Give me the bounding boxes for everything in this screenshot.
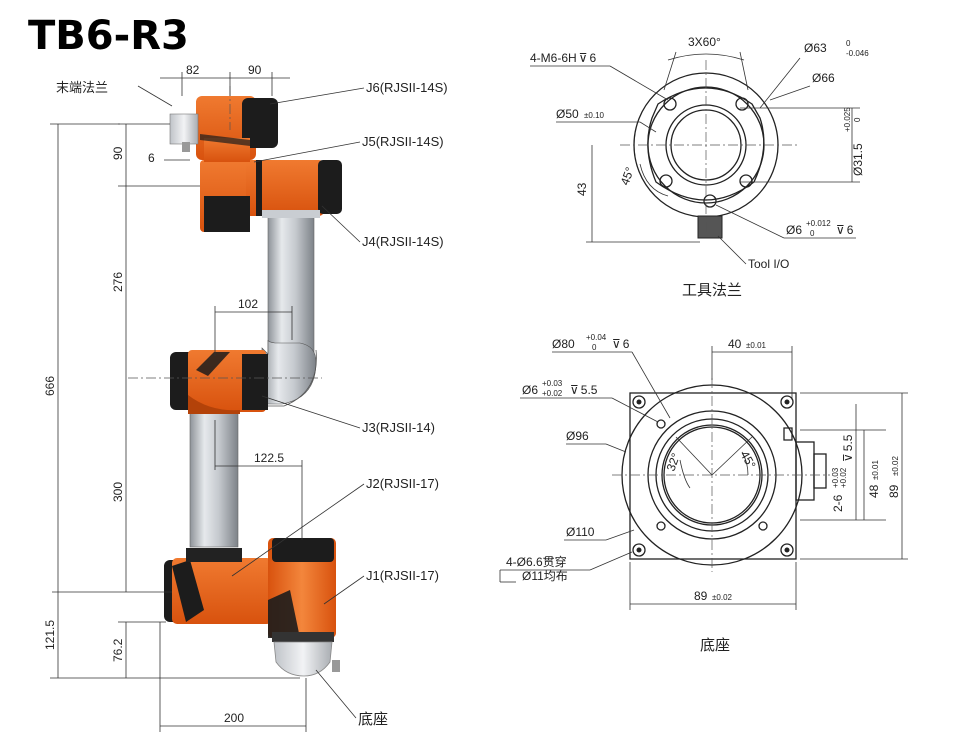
base-pin-tol-up: +0.03 (831, 467, 840, 488)
tf-d50: Ø50 (556, 107, 579, 121)
base-holes: 4-Ø6.6贯穿 (506, 554, 567, 569)
tf-d63: Ø63 (804, 41, 827, 55)
label-j5: J5(RJSII-14S) (362, 134, 444, 149)
base-h48-tol: ±0.01 (871, 459, 880, 480)
base-w89-tol: ±0.02 (712, 593, 733, 602)
tf-d6-depth: ⊽6 (836, 223, 854, 237)
base-d96: Ø96 (566, 429, 589, 443)
base-w40-tol: ±0.01 (746, 341, 767, 350)
robot-arm-side-view (128, 86, 342, 677)
tf-d66: Ø66 (812, 71, 835, 85)
base-flange-silver (273, 641, 333, 677)
tf-d63-tol-dn: -0.046 (846, 49, 869, 58)
base-pin-depth: ⊽5.5 (841, 434, 855, 462)
base-h89: 89 (887, 484, 901, 498)
end-flange-label: 末端法兰 (56, 80, 108, 95)
base-d6-tol-up: +0.03 (542, 379, 563, 388)
dim-122-5: 122.5 (254, 451, 284, 465)
page-title: TB6-R3 (28, 13, 189, 59)
base-pin: 2-6 (831, 494, 845, 512)
dim-276: 276 (111, 272, 125, 292)
upper-link-tube (267, 216, 315, 355)
label-j3: J3(RJSII-14) (362, 420, 435, 435)
arm-dimensions: 82 90 末端法兰 90 6 276 102 666 300 122.5 (43, 63, 448, 732)
base-d6-depth: ⊽5.5 (570, 383, 598, 397)
base-holes2: Ø11均布 (522, 569, 568, 583)
tf-caption: 工具法兰 (682, 281, 742, 299)
dim-666: 666 (43, 376, 57, 396)
tf-d6: Ø6 (786, 223, 802, 237)
label-j6: J6(RJSII-14S) (366, 80, 448, 95)
dim-102: 102 (238, 297, 258, 311)
dim-76-2: 76.2 (111, 638, 125, 662)
elbow-pipe (261, 339, 317, 405)
base-h48: 48 (867, 484, 881, 498)
base-d80: Ø80 (552, 337, 575, 351)
label-j2: J2(RJSII-17) (366, 476, 439, 491)
base-w40: 40 (728, 337, 742, 351)
dim-90-top: 90 (248, 63, 262, 77)
joint-j3 (170, 350, 268, 414)
tf-d50-tol: ±0.10 (584, 111, 605, 120)
dim-121-5: 121.5 (43, 620, 57, 650)
base-d80-tol-up: +0.04 (586, 333, 607, 342)
label-j4: J4(RJSII-14S) (362, 234, 444, 249)
base-d80-depth: ⊽6 (612, 337, 630, 351)
joint-j6 (196, 96, 278, 162)
base-45: 45° (737, 449, 758, 472)
tf-d31-5: Ø31.5 (851, 143, 865, 176)
base-d6: Ø6 (522, 383, 538, 397)
base-h89-tol: ±0.02 (891, 455, 900, 476)
base-caption: 底座 (700, 636, 730, 654)
base-view: Ø80 +0.04 0 ⊽6 40 ±0.01 Ø6 +0.03 +0.02 ⊽… (499, 333, 908, 654)
tf-h43: 43 (575, 182, 589, 196)
end-flange (169, 113, 199, 152)
joint-j2 (164, 548, 272, 624)
dim-300: 300 (111, 482, 125, 502)
joint-j1 (268, 538, 336, 642)
base-32: 32° (664, 451, 683, 473)
tool-flange-view: 4-M6-6H⊽6 3X60° Ø63 0 -0.046 Ø66 Ø50 ±0.… (530, 35, 869, 299)
base-d6-tol-dn: +0.02 (542, 389, 563, 398)
tf-tool-io: Tool I/O (748, 257, 789, 271)
base-d110: Ø110 (566, 525, 595, 539)
dim-90-left: 90 (111, 146, 125, 160)
base-w89: 89 (694, 589, 708, 603)
lower-link-tube (189, 406, 239, 548)
base-pin-tol-dn: +0.02 (839, 467, 848, 488)
tf-d6-tol-dn: 0 (810, 229, 815, 238)
dim-6: 6 (148, 151, 155, 165)
tf-d31-5-tol-dn: 0 (853, 117, 862, 122)
dim-200: 200 (224, 711, 244, 725)
joint-j4-j5 (200, 160, 342, 232)
base-d80-tol-dn: 0 (592, 343, 597, 352)
tf-m6: 4-M6-6H⊽6 (530, 51, 596, 65)
tf-d6-tol-up: +0.012 (806, 219, 831, 228)
tf-d31-5-tol-up: +0.025 (843, 107, 852, 132)
label-j1: J1(RJSII-17) (366, 568, 439, 583)
dim-82: 82 (186, 63, 200, 77)
tf-d63-tol-up: 0 (846, 39, 851, 48)
tf-45: 45° (618, 165, 637, 187)
tf-3x60: 3X60° (688, 35, 721, 49)
label-base: 底座 (358, 710, 388, 728)
